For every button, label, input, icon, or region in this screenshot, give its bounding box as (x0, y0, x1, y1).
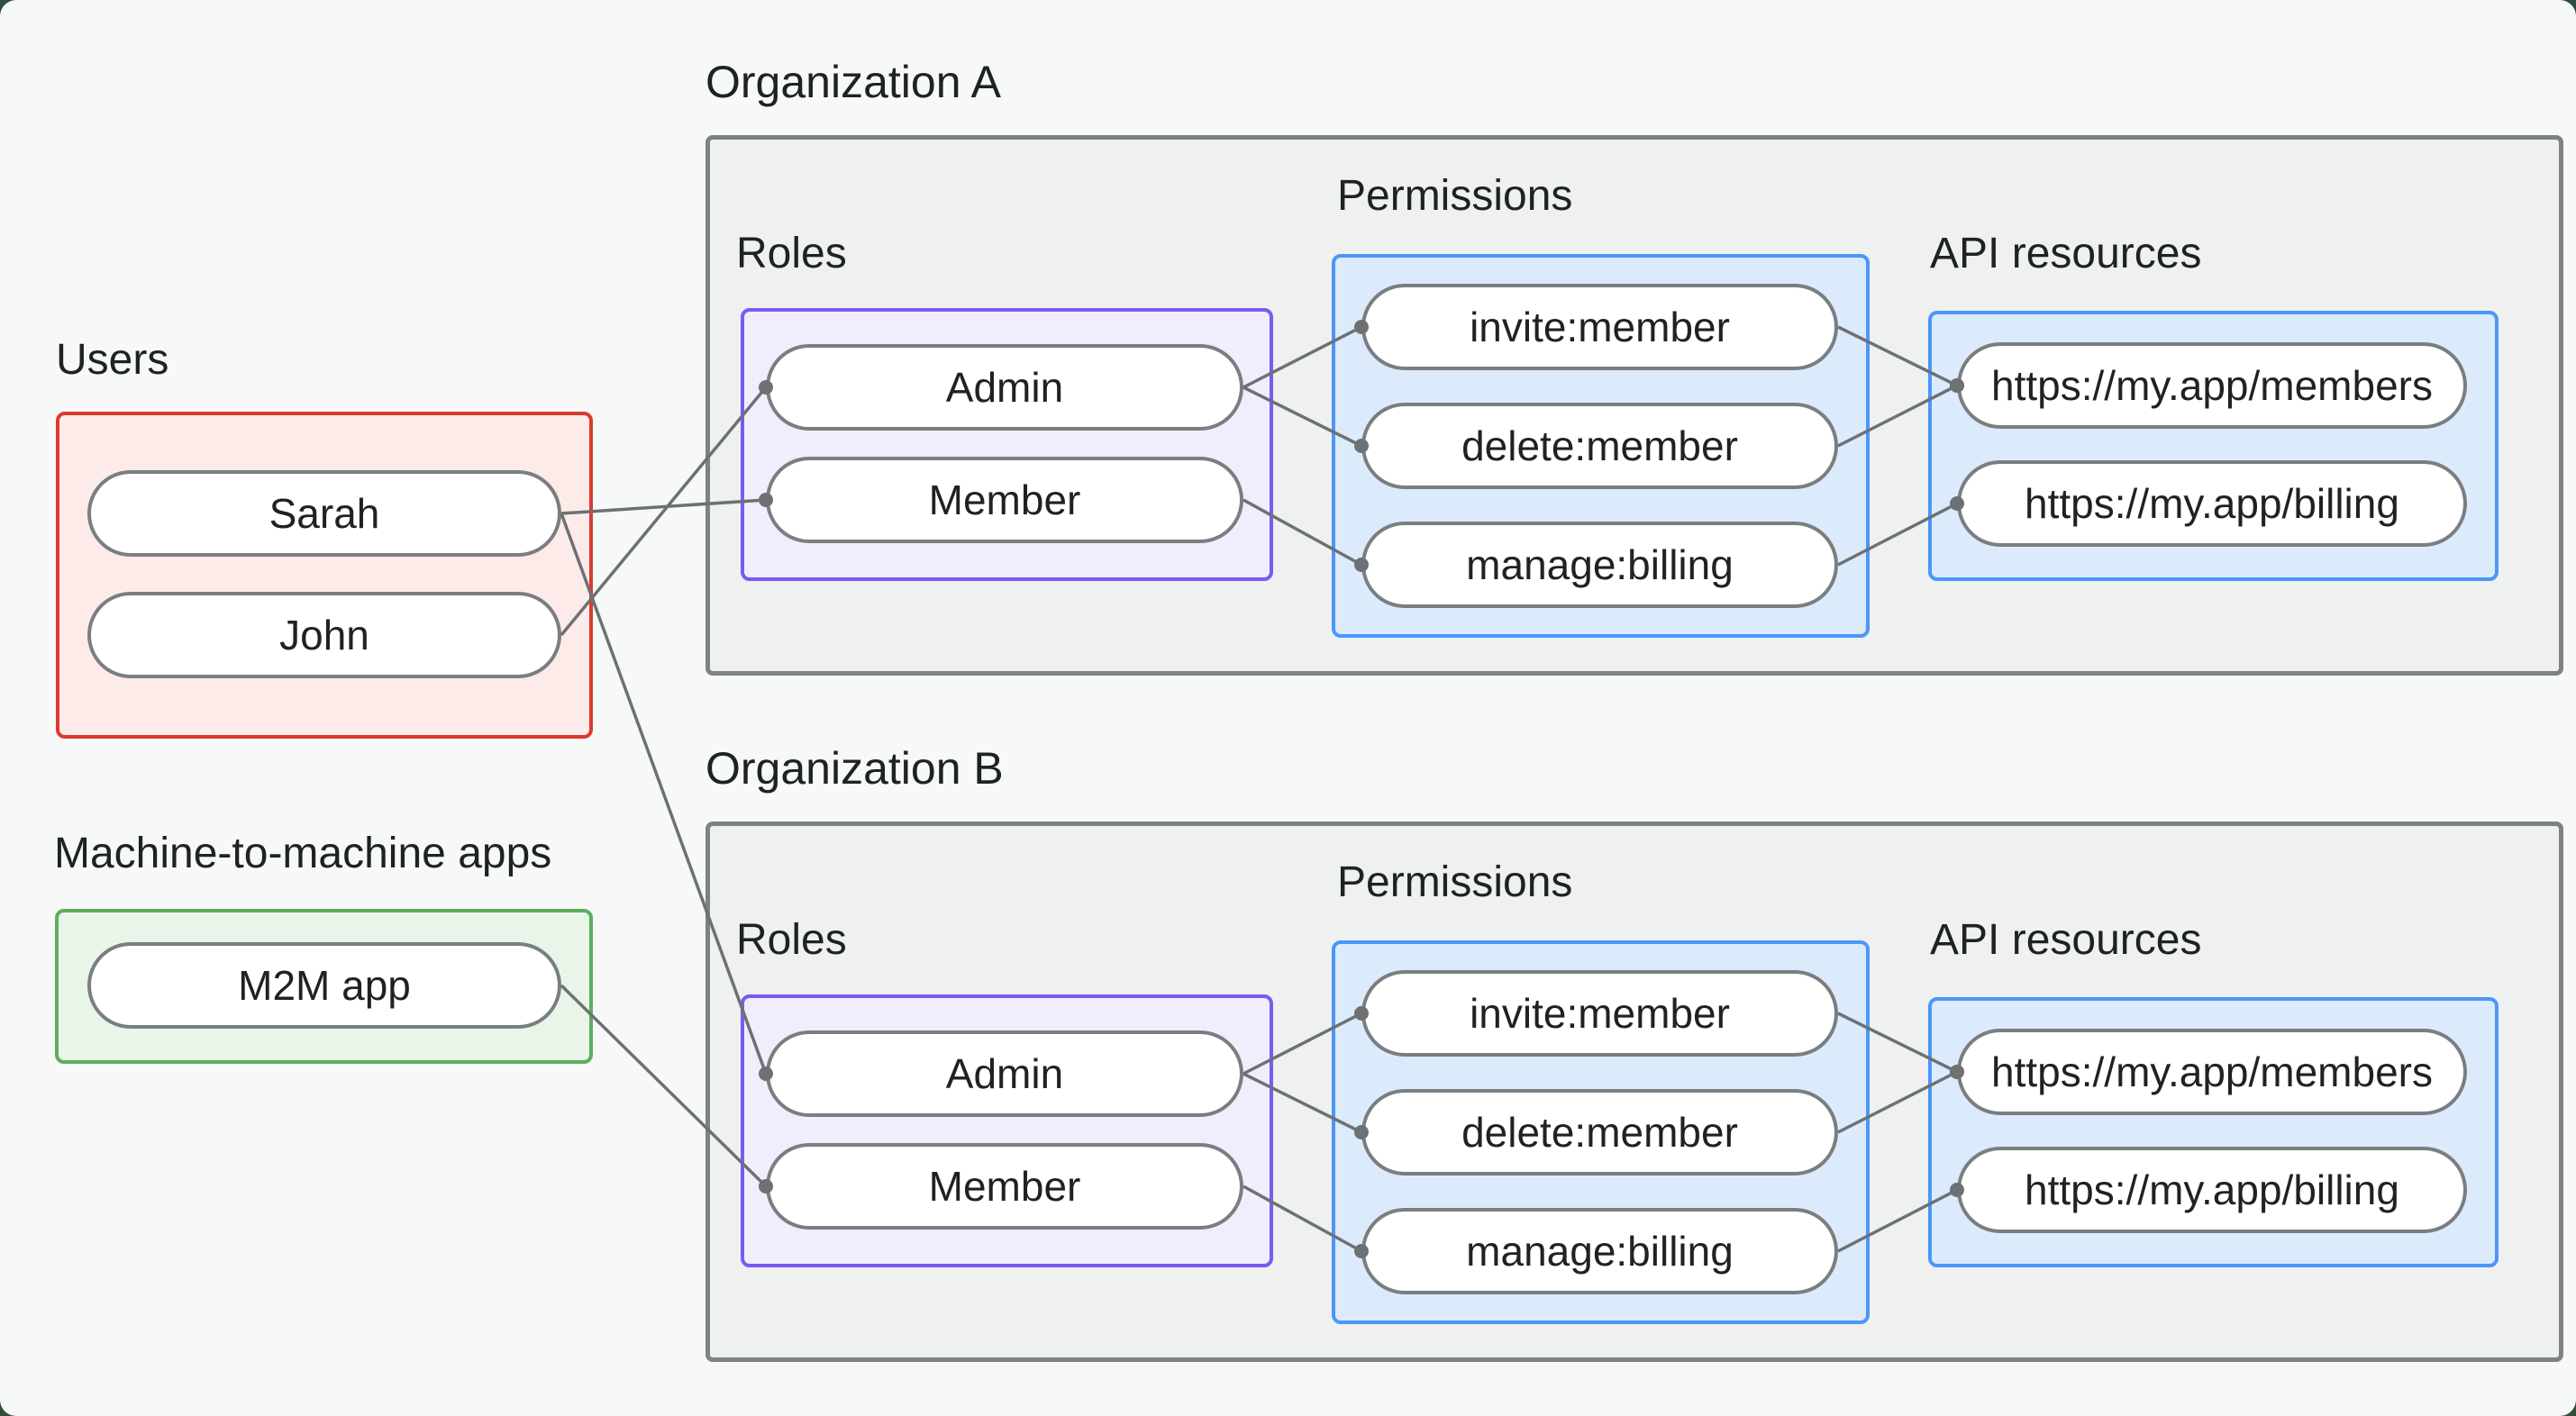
org-b-role-admin: Admin (766, 1030, 1243, 1117)
org-a-resource-members: https://my.app/members (1957, 342, 2467, 429)
org-a-role-admin: Admin (766, 344, 1243, 431)
org-a-roles-label: Roles (736, 230, 847, 277)
org-a-permission-manage-billing: manage:billing (1361, 522, 1838, 608)
org-a-resource-billing: https://my.app/billing (1957, 460, 2467, 547)
org-a-title: Organization A (705, 57, 1001, 107)
org-b-roles-label: Roles (736, 916, 847, 964)
users-group-box (56, 412, 593, 739)
org-b-api-resources-label: API resources (1930, 916, 2202, 964)
users-group-label: Users (56, 336, 169, 384)
user-node-sarah: Sarah (87, 470, 561, 557)
org-b-permissions-label: Permissions (1337, 858, 1573, 906)
org-a-api-resources-label: API resources (1930, 230, 2202, 277)
m2m-group-label: Machine-to-machine apps (54, 830, 552, 877)
org-b-role-member: Member (766, 1143, 1243, 1230)
org-b-resource-billing: https://my.app/billing (1957, 1147, 2467, 1233)
org-b-title: Organization B (705, 743, 1004, 794)
org-b-permission-invite-member: invite:member (1361, 970, 1838, 1057)
org-a-permissions-label: Permissions (1337, 172, 1573, 220)
org-a-permission-invite-member: invite:member (1361, 284, 1838, 370)
org-b-permission-manage-billing: manage:billing (1361, 1208, 1838, 1294)
m2m-app-node: M2M app (87, 942, 561, 1029)
org-b-permission-delete-member: delete:member (1361, 1089, 1838, 1175)
user-node-john: John (87, 592, 561, 678)
org-b-resource-members: https://my.app/members (1957, 1029, 2467, 1115)
org-a-role-member: Member (766, 457, 1243, 543)
org-a-permission-delete-member: delete:member (1361, 403, 1838, 489)
